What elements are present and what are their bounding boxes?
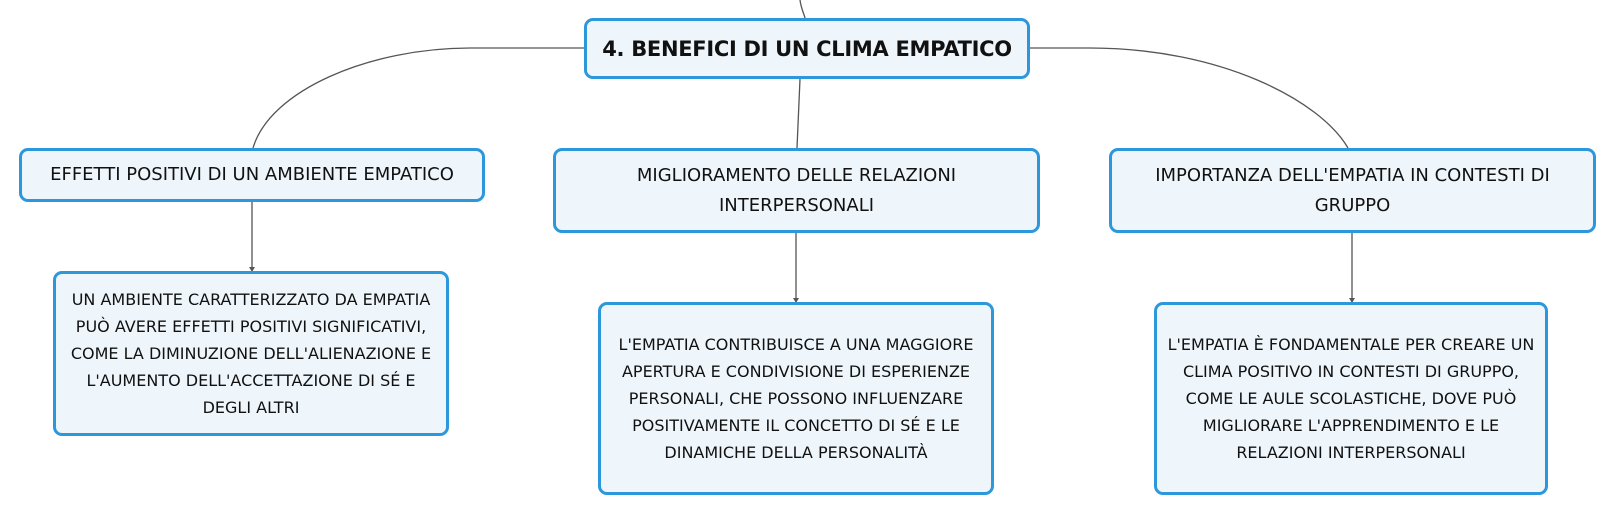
branch-topic-relationships[interactable]: MIGLIORAMENTO DELLE RELAZIONI INTERPERSO… <box>553 148 1040 233</box>
connector-root-branch-3 <box>1030 47 1349 149</box>
branch-topic-label: MIGLIORAMENTO DELLE RELAZIONI INTERPERSO… <box>636 164 957 216</box>
connector-parent-root <box>799 0 806 19</box>
branch-topic-group-contexts[interactable]: IMPORTANZA DELL'EMPATIA IN CONTESTI DI G… <box>1109 148 1596 233</box>
branch-topic-label: IMPORTANZA DELL'EMPATIA IN CONTESTI DI G… <box>1155 164 1550 216</box>
root-topic-label: 4. BENEFICI DI UN CLIMA EMPATICO <box>602 36 1012 61</box>
detail-node-relationships[interactable]: L'EMPATIA CONTRIBUISCE A UNA MAGGIORE AP… <box>598 302 994 495</box>
arrow-head-detail-3 <box>1349 298 1355 303</box>
detail-text: L'EMPATIA È FONDAMENTALE PER CREARE UN C… <box>1167 335 1535 462</box>
detail-node-positive-effects[interactable]: UN AMBIENTE CARATTERIZZATO DA EMPATIA PU… <box>53 271 449 436</box>
connector-root-branch-1 <box>252 47 584 149</box>
branch-topic-positive-effects[interactable]: EFFETTI POSITIVI DI UN AMBIENTE EMPATICO <box>19 148 485 202</box>
arrow-head-detail-2 <box>793 298 799 303</box>
arrow-head-detail-1 <box>249 267 255 272</box>
branch-topic-label: EFFETTI POSITIVI DI UN AMBIENTE EMPATICO <box>50 164 454 185</box>
detail-node-group-contexts[interactable]: L'EMPATIA È FONDAMENTALE PER CREARE UN C… <box>1154 302 1548 495</box>
root-topic-node[interactable]: 4. BENEFICI DI UN CLIMA EMPATICO <box>584 18 1030 79</box>
connector-root-branch-2 <box>796 78 801 149</box>
detail-text: L'EMPATIA CONTRIBUISCE A UNA MAGGIORE AP… <box>618 335 974 462</box>
detail-text: UN AMBIENTE CARATTERIZZATO DA EMPATIA PU… <box>70 290 432 417</box>
